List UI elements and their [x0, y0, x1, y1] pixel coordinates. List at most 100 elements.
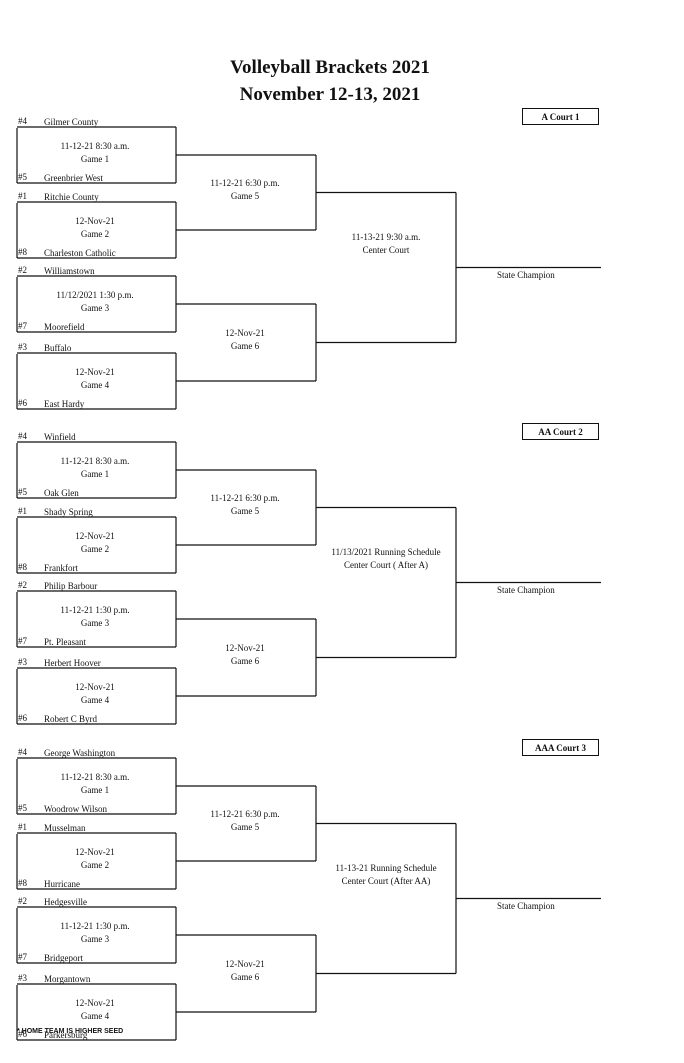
team-seed: #1 — [18, 191, 27, 201]
team-name: Herbert Hoover — [44, 658, 101, 668]
team-name: Robert C Byrd — [44, 714, 97, 724]
team-name: Charleston Catholic — [44, 248, 116, 258]
game-number: Game 3 — [80, 934, 110, 944]
team-seed: #2 — [18, 265, 27, 275]
team-seed: #6 — [18, 713, 27, 723]
court-label: AAA Court 3 — [522, 739, 599, 756]
team-name: Winfield — [44, 432, 76, 442]
page-subtitle: November 12-13, 2021 — [239, 84, 421, 105]
game-number: Game 3 — [80, 303, 110, 313]
game-time: 12-Nov-21 — [75, 531, 115, 541]
team-seed: #7 — [18, 636, 27, 646]
final-venue: Center Court ( After A) — [344, 559, 428, 570]
team-name: Gilmer County — [44, 117, 99, 127]
game-time: 12-Nov-21 — [75, 847, 115, 857]
team-name: Philip Barbour — [44, 581, 98, 591]
game-time: 12-Nov-21 — [225, 642, 265, 653]
champion-label: State Champion — [497, 900, 555, 911]
game-time: 11-12-21 1:30 p.m. — [60, 921, 130, 931]
team-seed: #3 — [18, 657, 27, 667]
team-seed: #3 — [18, 342, 27, 352]
game-time: 11-12-21 8:30 a.m. — [60, 772, 130, 782]
game-number: Game 6 — [230, 655, 260, 666]
team-seed: #6 — [18, 398, 27, 408]
champion-label: State Champion — [497, 584, 555, 595]
team-name: Pt. Pleasant — [44, 637, 86, 647]
game-time: 12-Nov-21 — [75, 367, 115, 377]
team-name: Musselman — [44, 823, 86, 833]
game-number: Game 4 — [80, 380, 110, 390]
bracket-lines — [16, 126, 601, 410]
game-number: Game 2 — [80, 860, 110, 870]
bracket-1: A Court 1 #4 Gilmer County #5 Greenbrier Wes… — [0, 108, 684, 429]
final-time: 11-13-21 Running Schedule — [335, 862, 437, 873]
team-name: East Hardy — [44, 399, 85, 409]
game-number: Game 2 — [80, 229, 110, 239]
team-seed: #3 — [18, 973, 27, 983]
team-name: Woodrow Wilson — [44, 804, 107, 814]
final-time: 11-13-21 9:30 a.m. — [351, 231, 421, 242]
team-seed: #2 — [18, 896, 27, 906]
game-time: 12-Nov-21 — [75, 998, 115, 1008]
team-name: Buffalo — [44, 343, 72, 353]
team-name: Shady Spring — [44, 507, 93, 517]
game-number: Game 1 — [80, 154, 110, 164]
game-number: Game 4 — [80, 1011, 110, 1021]
game-time: 11-12-21 8:30 a.m. — [60, 456, 130, 466]
champion-label: State Champion — [497, 269, 555, 280]
game-number: Game 5 — [230, 821, 260, 832]
team-name: Parkersburg — [44, 1030, 88, 1040]
game-time: 11-12-21 6:30 p.m. — [210, 177, 280, 188]
game-number: Game 6 — [230, 971, 260, 982]
team-seed: #7 — [18, 952, 27, 962]
game-time: 11-12-21 6:30 p.m. — [210, 808, 280, 819]
team-seed: #5 — [18, 803, 27, 813]
game-time: 11-12-21 6:30 p.m. — [210, 492, 280, 503]
team-name: Hedgesville — [44, 897, 87, 907]
team-name: Greenbrier West — [44, 173, 103, 183]
game-time: 12-Nov-21 — [225, 958, 265, 969]
team-seed: #7 — [18, 321, 27, 331]
team-seed: #4 — [18, 116, 27, 126]
game-time: 12-Nov-21 — [75, 682, 115, 692]
court-label: A Court 1 — [522, 108, 599, 125]
team-seed: #8 — [18, 562, 27, 572]
game-number: Game 2 — [80, 544, 110, 554]
bracket-2: AA Court 2 #4 Winfield #5 Oak Glen #1 Shady Sp… — [0, 423, 684, 744]
game-number: Game 1 — [80, 469, 110, 479]
team-name: Oak Glen — [44, 488, 79, 498]
game-number: Game 4 — [80, 695, 110, 705]
team-seed: #4 — [18, 431, 27, 441]
game-number: Game 3 — [80, 618, 110, 628]
team-name: Bridgeport — [44, 953, 83, 963]
team-name: Williamstown — [44, 266, 95, 276]
team-seed: #1 — [18, 822, 27, 832]
team-name: Hurricane — [44, 879, 80, 889]
bracket-lines — [16, 441, 601, 725]
team-seed: #2 — [18, 580, 27, 590]
bracket-lines — [16, 757, 601, 1041]
game-time: 11-12-21 1:30 p.m. — [60, 605, 130, 615]
game-time: 11/12/2021 1:30 p.m. — [56, 290, 134, 300]
team-seed: #5 — [18, 487, 27, 497]
team-name: Frankfort — [44, 563, 78, 573]
team-seed: #1 — [18, 506, 27, 516]
team-name: Morgantown — [44, 974, 91, 984]
game-time: 11-12-21 8:30 a.m. — [60, 141, 130, 151]
team-name: Moorefield — [44, 322, 85, 332]
game-number: Game 5 — [230, 505, 260, 516]
game-number: Game 1 — [80, 785, 110, 795]
team-seed: #8 — [18, 247, 27, 257]
court-label: AA Court 2 — [522, 423, 599, 440]
game-number: Game 6 — [230, 340, 260, 351]
final-venue: Center Court — [362, 244, 410, 255]
team-name: Ritchie County — [44, 192, 99, 202]
game-time: 12-Nov-21 — [225, 327, 265, 338]
game-time: 12-Nov-21 — [75, 216, 115, 226]
team-seed: #6 — [18, 1029, 27, 1039]
final-venue: Center Court (After AA) — [341, 875, 431, 886]
team-seed: #8 — [18, 878, 27, 888]
team-seed: #5 — [18, 172, 27, 182]
